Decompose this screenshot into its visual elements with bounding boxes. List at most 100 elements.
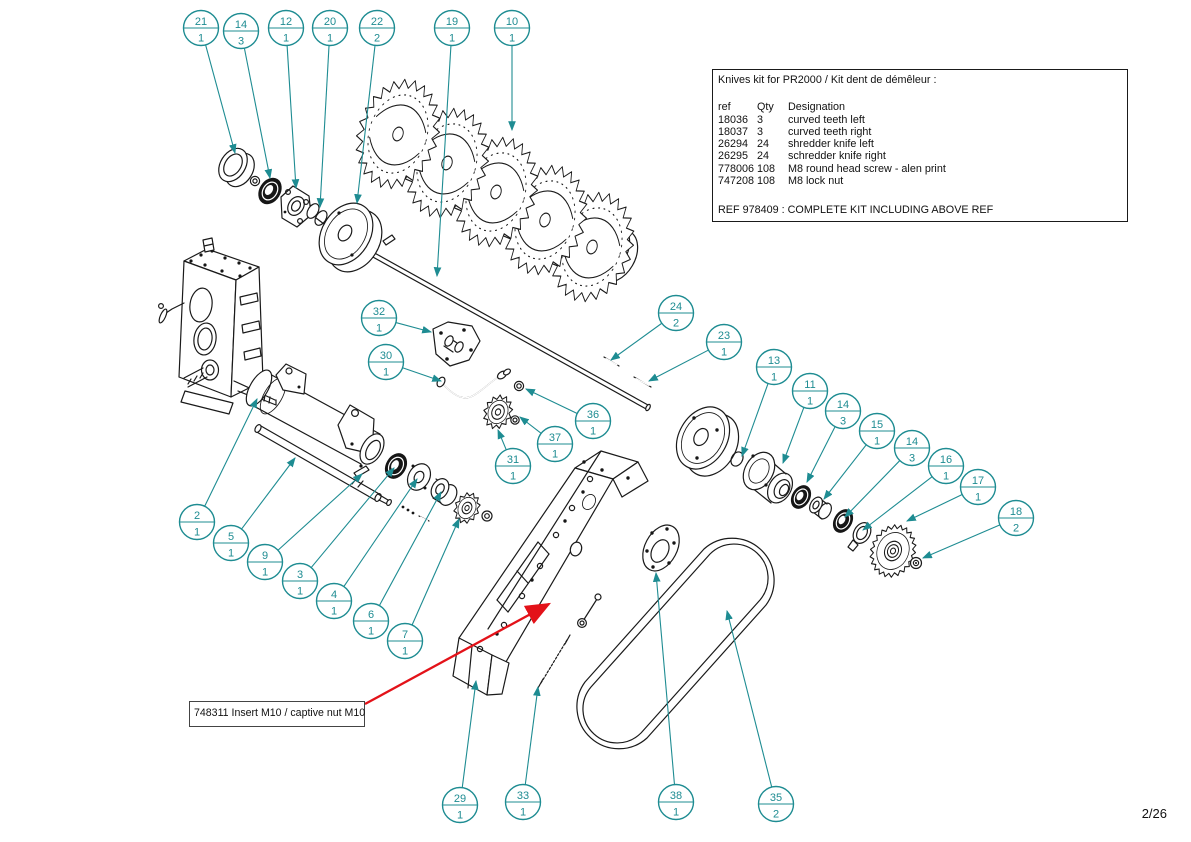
callout-balloon-4: 41 [315,478,418,620]
svg-text:30: 30 [380,350,392,362]
svg-text:15: 15 [871,419,883,431]
kit-cell: 108 [757,175,776,188]
svg-text:21: 21 [195,16,207,28]
svg-text:2: 2 [194,510,200,522]
kit-cell: Designation [788,101,846,114]
bearing-tube [245,363,385,468]
kit-cell: ref [718,101,731,114]
pto-shaft [254,424,392,507]
callout-balloon-37: 371 [519,416,574,463]
svg-text:5: 5 [228,531,234,543]
callout-balloon-10: 101 [493,9,531,132]
svg-text:1: 1 [590,425,596,437]
kit-cell: M8 round head screw - alen print [788,162,946,175]
svg-text:12: 12 [280,16,292,28]
kit-cell: curved teeth left [788,113,865,126]
svg-text:1: 1 [297,585,303,597]
kit-cell: 24 [757,138,770,151]
svg-text:24: 24 [670,301,682,313]
callout-balloon-23: 231 [648,323,743,382]
svg-text:16: 16 [940,454,952,466]
callout-balloon-29: 291 [441,679,479,824]
v-belt [576,537,775,750]
svg-text:14: 14 [235,19,247,31]
svg-text:1: 1 [262,566,268,578]
svg-text:1: 1 [874,435,880,447]
svg-text:14: 14 [906,436,918,448]
callout-balloon-35: 352 [725,609,795,823]
svg-text:31: 31 [507,454,519,466]
svg-text:1: 1 [383,366,389,378]
callout-balloon-32: 321 [360,299,433,337]
svg-text:1: 1 [721,346,727,358]
svg-text:2: 2 [1013,522,1019,534]
svg-text:10: 10 [506,16,518,28]
rotor-knife-discs [355,78,639,303]
svg-text:1: 1 [943,470,949,482]
svg-text:1: 1 [510,470,516,482]
callout-balloon-6: 61 [352,491,442,640]
callout-balloon-18: 182 [921,499,1035,559]
drive-disc [318,202,383,273]
svg-text:3: 3 [840,415,846,427]
callout-balloon-33: 331 [504,685,542,821]
shredder-housing [452,450,649,696]
svg-text:2: 2 [673,317,679,329]
svg-text:1: 1 [520,806,526,818]
kit-cell: curved teeth right [788,125,872,138]
svg-text:1: 1 [509,32,515,44]
svg-text:1: 1 [975,491,981,503]
callout-balloon-24: 242 [610,294,695,361]
svg-text:11: 11 [804,379,815,391]
svg-text:1: 1 [283,32,289,44]
kit-table: Knives kit for PR2000 / Kit dent de démê… [712,69,1128,222]
svg-text:1: 1 [198,32,204,44]
svg-text:1: 1 [552,448,558,460]
svg-text:36: 36 [587,409,599,421]
svg-text:13: 13 [768,355,780,367]
small-washers [510,380,525,425]
kit-cell: 26295 [718,150,749,163]
roll-pins [603,356,652,388]
kit-cell: Qty [757,101,774,114]
callout-balloon-14: 143 [806,392,862,483]
mount-bracket [432,321,481,367]
insert-annotation-arrow [364,602,552,706]
svg-text:1: 1 [673,806,679,818]
svg-text:1: 1 [228,547,234,559]
svg-text:3: 3 [238,35,244,47]
svg-text:22: 22 [371,16,383,28]
svg-text:23: 23 [718,330,730,342]
svg-text:1: 1 [376,322,382,334]
svg-text:1: 1 [368,625,374,637]
svg-text:1: 1 [402,645,408,657]
svg-text:3: 3 [297,569,303,581]
insert-note: 748311 Insert M10 / captive nut M10 [189,701,365,727]
callout-balloon-3: 31 [281,467,395,600]
callout-balloon-19: 191 [433,9,471,278]
svg-text:7: 7 [402,629,408,641]
svg-text:33: 33 [517,790,529,802]
gearbox [158,237,277,415]
callout-balloon-7: 71 [386,517,460,660]
callout-balloon-11: 111 [782,372,829,465]
callout-balloon-5: 51 [212,457,296,562]
tensioner-sprocket [483,394,514,430]
bearing-set-upper [218,147,328,228]
callout-balloon-12: 121 [267,9,305,190]
kit-cell: shredder knife left [788,138,874,151]
callout-balloon-31: 311 [494,428,532,485]
kit-cell: 3 [757,113,764,126]
pulley-bearing-assembly [675,406,923,578]
kit-cell: 24 [757,150,770,163]
svg-text:4: 4 [331,589,337,601]
callout-balloon-2: 21 [178,398,258,541]
callout-balloon-14: 143 [222,12,273,180]
callout-balloon-20: 201 [311,9,349,209]
callout-balloon-13: 131 [741,348,793,458]
svg-text:1: 1 [771,371,777,383]
callout-balloon-15: 151 [823,412,896,500]
crank-handle [436,368,512,399]
